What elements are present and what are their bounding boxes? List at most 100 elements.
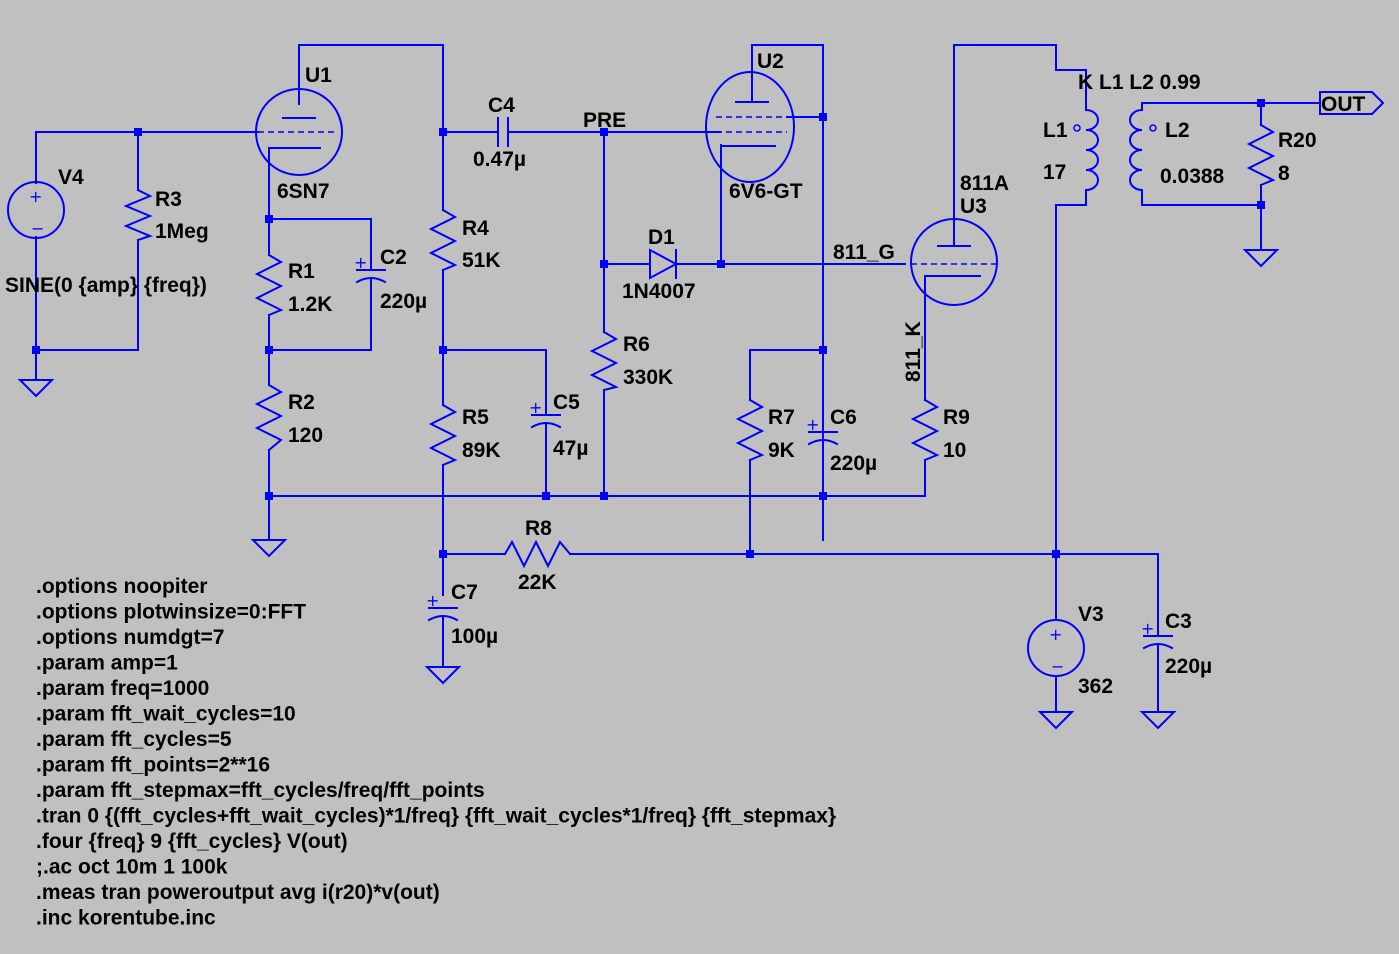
- source-V3-icon: + −: [1027, 619, 1085, 677]
- label-L1-value: 17: [1043, 161, 1066, 184]
- tube-U3-icon: [910, 218, 998, 306]
- net-label-pre: PRE: [583, 109, 626, 132]
- net-label-811-k: 811_K: [902, 321, 925, 382]
- directive-line: .meas tran poweroutput avg i(r20)*v(out): [36, 881, 440, 904]
- label-U1-value: 6SN7: [277, 180, 330, 203]
- label-C6-value: 220µ: [830, 452, 877, 475]
- label-R2-ref: R2: [288, 391, 315, 414]
- svg-text:+: +: [426, 591, 439, 610]
- label-R3-value: 1Meg: [155, 220, 209, 243]
- svg-text:+: +: [29, 187, 42, 206]
- ground-icon: [424, 666, 462, 685]
- label-R6-ref: R6: [623, 333, 650, 356]
- label-R1-value: 1.2K: [288, 293, 332, 316]
- voltage-sources: + − + −: [7, 181, 1085, 677]
- label-V3-value: 362: [1078, 675, 1113, 698]
- directive-line: .options plotwinsize=0:FFT: [36, 601, 306, 624]
- label-R8-ref: R8: [525, 517, 552, 540]
- label-R4-ref: R4: [462, 217, 489, 240]
- label-R1-ref: R1: [288, 260, 315, 283]
- label-U3-value: 811A: [960, 172, 1009, 195]
- label-V3-ref: V3: [1078, 603, 1104, 626]
- label-R9-ref: R9: [943, 406, 970, 429]
- svg-text:+: +: [1141, 619, 1154, 638]
- label-R5-value: 89K: [462, 439, 501, 462]
- directive-line: .tran 0 {(fft_cycles+fft_wait_cycles)*1/…: [36, 805, 836, 828]
- directive-line: .param fft_stepmax=fft_cycles/freq/fft_p…: [36, 779, 485, 802]
- label-C7-ref: C7: [451, 581, 478, 604]
- label-V4-value: SINE(0 {amp} {freq}): [5, 274, 207, 297]
- capacitor-C7-icon: +: [426, 591, 459, 631]
- label-L2-ref: L2: [1165, 119, 1190, 142]
- svg-text:+: +: [354, 253, 367, 272]
- source-V4-icon: + −: [7, 181, 65, 239]
- resistor-R6-icon: [589, 330, 619, 392]
- directive-line: .param fft_points=2**16: [36, 754, 270, 777]
- resistor-R8-icon: [503, 539, 572, 569]
- label-V4-ref: V4: [58, 166, 84, 189]
- label-U3-ref: U3: [960, 195, 987, 218]
- svg-text:+: +: [529, 398, 542, 417]
- label-R7-value: 9K: [768, 439, 795, 462]
- label-C5-ref: C5: [553, 391, 580, 414]
- resistor-R4-icon: [428, 208, 458, 272]
- label-U1-ref: U1: [305, 64, 332, 87]
- resistor-R20-icon: [1246, 123, 1276, 187]
- svg-text:+: +: [806, 415, 819, 434]
- directive-line: .options noopiter: [36, 575, 207, 598]
- ground-icon: [1242, 249, 1280, 268]
- label-R3-ref: R3: [155, 188, 182, 211]
- label-R20-ref: R20: [1278, 129, 1317, 152]
- spice-directives: .options noopiter .options plotwinsize=0:…: [36, 575, 836, 930]
- label-C2-ref: C2: [380, 246, 407, 269]
- label-C5-value: 47µ: [553, 437, 588, 460]
- label-C4-value: 0.47µ: [473, 148, 526, 171]
- directive-line: .options numdgt=7: [36, 626, 224, 649]
- label-R8-value: 22K: [518, 571, 557, 594]
- directive-line: .four {freq} 9 {fft_cycles} V(out): [36, 830, 348, 853]
- label-D1-ref: D1: [648, 226, 675, 249]
- svg-text:+: +: [1049, 625, 1062, 644]
- directive-line: .param freq=1000: [36, 677, 209, 700]
- label-R20-value: 8: [1278, 162, 1290, 185]
- label-R9-value: 10: [943, 439, 966, 462]
- label-D1-value: 1N4007: [622, 280, 696, 303]
- capacitor-C2-icon: +: [354, 253, 387, 293]
- net-labels: PRE 811_G 811_K OUT: [583, 93, 1366, 382]
- resistor-R3-icon: [123, 188, 153, 242]
- svg-text:−: −: [31, 219, 44, 238]
- svg-text:−: −: [1051, 657, 1064, 676]
- label-U2-value: 6V6-GT: [729, 180, 803, 203]
- resistor-R9-icon: [910, 398, 940, 462]
- label-coupling: K L1 L2 0.99: [1078, 71, 1201, 94]
- net-label-out: OUT: [1321, 93, 1366, 116]
- diode-D1-icon: [649, 248, 679, 280]
- label-C3-value: 220µ: [1165, 655, 1212, 678]
- directive-line: .param amp=1: [36, 652, 178, 675]
- inductor-L2-icon: [1129, 108, 1157, 192]
- ground-icon: [250, 539, 288, 558]
- ground-symbols: [17, 249, 1280, 730]
- label-C3-ref: C3: [1165, 610, 1192, 633]
- ground-icon: [1139, 711, 1177, 730]
- inductor-L1-icon: [1073, 108, 1099, 192]
- label-C4-ref: C4: [488, 94, 515, 117]
- capacitor-C6-icon: +: [806, 415, 839, 446]
- label-R4-value: 51K: [462, 249, 501, 272]
- tube-U2-icon: [705, 71, 795, 183]
- out-port-icon: [1319, 91, 1385, 115]
- label-L2-value: 0.0388: [1160, 165, 1225, 188]
- ground-icon: [17, 379, 55, 398]
- resistors: [123, 123, 1276, 569]
- directive-line: ;.ac oct 10m 1 100k: [36, 856, 228, 879]
- resistor-R2-icon: [254, 383, 284, 452]
- label-U2-ref: U2: [757, 50, 784, 73]
- junctions: [32, 99, 1265, 558]
- label-R6-value: 330K: [623, 366, 673, 389]
- directive-line: .param fft_cycles=5: [36, 728, 232, 751]
- component-labels: U1 6SN7 U2 6V6-GT 811A U3 V4 SINE(0 {amp…: [5, 50, 1317, 698]
- capacitor-C4-icon: [497, 117, 509, 147]
- net-label-811-g: 811_G: [833, 241, 895, 264]
- label-R2-value: 120: [288, 424, 323, 447]
- directive-line: .inc korentube.inc: [36, 907, 216, 930]
